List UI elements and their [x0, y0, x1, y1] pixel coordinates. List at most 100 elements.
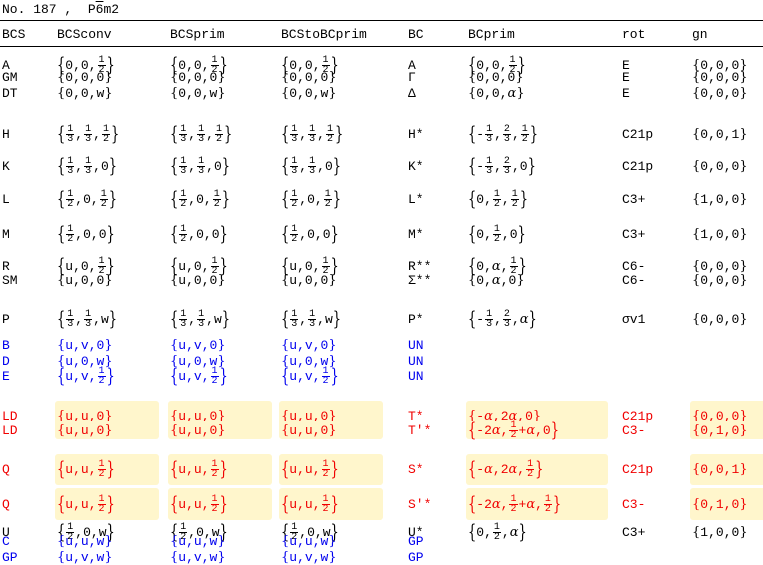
cell-rot: E	[622, 86, 630, 101]
cell-bcs: SM	[2, 272, 18, 288]
cell-bcs: E	[2, 369, 10, 384]
cell-rot: E	[622, 58, 630, 73]
cell-bc: R**	[408, 259, 432, 274]
highlight-bcsconv	[55, 488, 159, 520]
cell-rot: σv1	[622, 312, 646, 327]
cell-bc: U*	[408, 524, 424, 540]
cell-gn: {0, 0, 1}	[692, 127, 748, 142]
cell-bcs: C	[2, 533, 10, 549]
cell-bcstobcprim: {u, v, w}	[281, 549, 337, 565]
highlight-gn	[690, 488, 763, 520]
space-group-title: No. 187 , P6m2	[2, 2, 119, 18]
cell-bcs: P	[2, 312, 10, 327]
cell-bcs: D	[2, 353, 10, 369]
cell-bcs: Q	[2, 496, 10, 512]
cell-gn: {1, 0, 0}	[692, 192, 748, 207]
highlight-bcprim	[466, 488, 608, 520]
cell-rot: C21p	[622, 462, 654, 477]
column-header-bc: BC	[408, 27, 424, 42]
highlight-gn	[690, 421, 763, 439]
column-header-bcsprim: BCSprim	[170, 27, 225, 42]
cell-bcs: LD	[2, 422, 18, 438]
cell-bcsconv: {u, u, 0}	[57, 422, 113, 438]
cell-bcstobcprim: {u, u, w}	[281, 533, 337, 549]
highlight-bcstobcprim	[279, 488, 383, 520]
cell-bcsconv: {u, v, 0}	[57, 337, 113, 353]
highlight-bcprim	[466, 454, 608, 485]
cell-bc: P*	[408, 312, 424, 327]
cell-bcs: DT	[2, 86, 18, 101]
cell-rot: C21p	[622, 408, 654, 424]
cell-bcs: L	[2, 192, 10, 207]
cell-bcs: GP	[2, 549, 18, 565]
cell-gn: {0, 1, 0}	[692, 496, 748, 512]
cell-rot: C3-	[622, 496, 646, 512]
cell-gn: {0, 1, 0}	[692, 422, 748, 438]
column-header-bcs: BCS	[2, 27, 26, 42]
cell-gn: {0, 0, 0}	[692, 259, 748, 274]
cell-bcprim: {0, α, 0}	[468, 272, 525, 288]
cell-bcstobcprim: {u, v, 0}	[281, 337, 337, 353]
cell-bcsconv: {u, v, w}	[57, 549, 113, 565]
highlight-gn	[690, 454, 763, 485]
cell-bcs: GM	[2, 70, 18, 85]
cell-bcs: M	[2, 226, 10, 242]
cell-bcsconv: {0, 0, w}	[57, 86, 113, 101]
cell-gn: {0, 0, 0}	[692, 408, 748, 424]
cell-bc: S'*	[408, 496, 432, 512]
column-header-bcstobcprim: BCStoBCprim	[281, 27, 367, 42]
cell-bcs: U	[2, 524, 10, 540]
cell-rot: C21p	[622, 127, 654, 142]
cell-bcstobcprim: {0, 0, w}	[281, 86, 337, 101]
cell-bcs: Q	[2, 462, 10, 477]
cell-bcsconv: {u, u, 0}	[57, 408, 113, 424]
cell-rot: C3+	[622, 524, 646, 540]
cell-bc: T'*	[408, 422, 432, 438]
title-bar-digit: 6	[95, 2, 104, 17]
highlight-bcsprim	[168, 488, 272, 520]
column-header-gn: gn	[692, 27, 708, 42]
cell-bc: Δ	[408, 86, 416, 101]
cell-rot: E	[622, 70, 630, 85]
cell-bcs: K	[2, 158, 10, 174]
cell-bc: M*	[408, 226, 424, 242]
cell-bcsprim: {u, u, 0}	[170, 422, 226, 438]
cell-bcsprim: {0, 0, w}	[170, 86, 226, 101]
cell-rot: C3+	[622, 192, 646, 207]
cell-rot: C21p	[622, 158, 654, 174]
cell-bcsconv: {u, u, w}	[57, 533, 113, 549]
cell-bcsprim: {0, 0, 0}	[170, 70, 226, 85]
